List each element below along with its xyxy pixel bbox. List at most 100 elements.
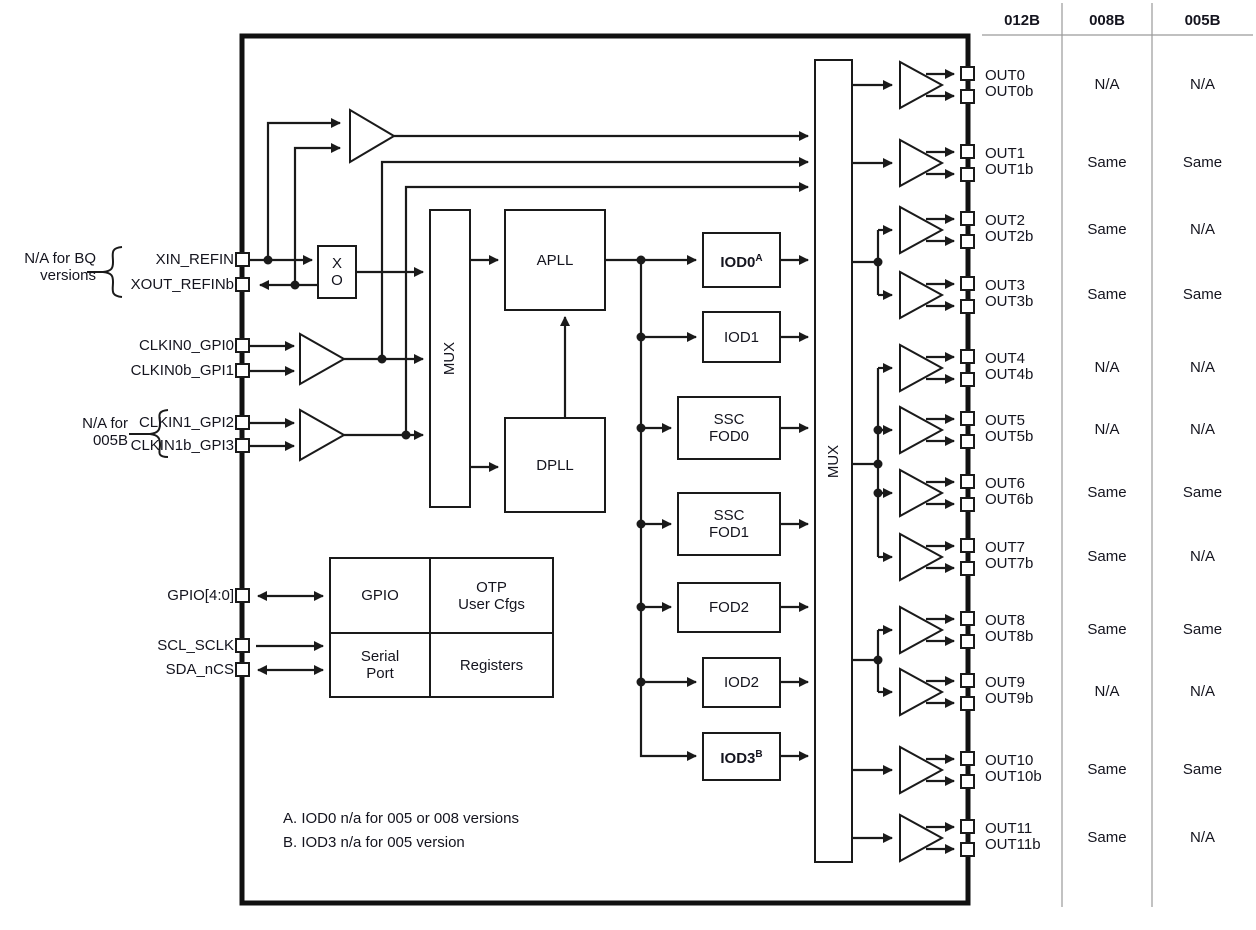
annotation-005b: N/A for 005B — [82, 415, 128, 449]
out0b-label: OUT0b — [985, 83, 1034, 100]
cell-005b-row6: Same — [1182, 484, 1223, 501]
cell-008b-row8: Same — [1087, 621, 1127, 638]
block-apll: APLL — [505, 210, 605, 310]
out5b-label: OUT5b — [985, 428, 1034, 445]
out7-label: OUT7 — [985, 539, 1026, 556]
pin-label-scl-sclk: SCL_SCLK — [157, 637, 234, 654]
out6b-label: OUT6b — [985, 491, 1034, 508]
block-iod2: IOD2 — [703, 658, 780, 707]
cell-005b-row8: Same — [1182, 621, 1223, 638]
fod2-label: FOD2 — [708, 599, 749, 616]
out5-label: OUT5 — [985, 412, 1026, 429]
out3-label: OUT3 — [985, 277, 1026, 294]
cell-005b-row10: Same — [1182, 761, 1223, 778]
iod3-superscript: B — [755, 749, 763, 760]
chip-border — [239, 33, 971, 906]
block-iod0: IOD0A — [703, 233, 780, 287]
out6-label: OUT6 — [985, 475, 1026, 492]
cell-005b-row9: N/A — [1189, 683, 1215, 700]
pin-pads — [235, 66, 975, 857]
block-input-mux: MUX — [430, 210, 470, 507]
out4-label: OUT4 — [985, 350, 1026, 367]
cell-005b-row1: Same — [1182, 154, 1223, 171]
iod0-superscript: A — [755, 252, 763, 264]
otp-line2: User Cfgs — [458, 595, 525, 613]
iod3-label: IOD3 — [720, 750, 756, 767]
cell-008b-row0: N/A — [1094, 76, 1120, 93]
output-mux-label: MUX — [825, 444, 842, 478]
input-mux-label: MUX — [441, 341, 459, 376]
cell-008b-row1: Same — [1087, 154, 1127, 171]
block-gpio: GPIO — [330, 558, 430, 633]
cell-005b-row4: N/A — [1189, 359, 1215, 376]
cell-008b-row4: N/A — [1094, 359, 1120, 376]
out11-label: OUT11 — [985, 820, 1033, 837]
apll-label: APLL — [536, 251, 574, 269]
annotation-005b-line1: N/A for — [82, 415, 128, 432]
out4b-label: OUT4b — [985, 366, 1034, 383]
buffer-triangles — [299, 60, 945, 863]
annotation-bq-versions: N/A for BQ versions — [24, 250, 96, 284]
table-header-005b: 005B — [1184, 12, 1221, 29]
block-registers: Registers — [430, 633, 553, 697]
cell-005b-row7: N/A — [1189, 548, 1215, 565]
out1b-label: OUT1b — [985, 161, 1034, 178]
ssc-fod0-line1: SSC — [713, 411, 745, 428]
block-fod2: FOD2 — [678, 583, 780, 632]
out7b-label: OUT7b — [985, 555, 1034, 572]
out11b-label: OUT11b — [985, 836, 1041, 853]
registers-label: Registers — [459, 656, 524, 674]
serial-line2: Port — [366, 665, 394, 682]
ssc-fod0-line2: FOD0 — [708, 428, 749, 445]
block-output-mux: MUX — [815, 60, 852, 862]
pin-label-clkin0b-gpi1: CLKIN0b_GPI1 — [130, 362, 234, 379]
block-iod3: IOD3B — [703, 733, 780, 780]
cell-005b-row2: N/A — [1189, 221, 1215, 238]
out2b-label: OUT2b — [985, 228, 1034, 245]
pin-label-clkin1-gpi2: CLKIN1_GPI2 — [138, 414, 234, 431]
pin-label-gpio: GPIO[4:0] — [167, 587, 234, 604]
iod1-label: IOD1 — [723, 328, 759, 346]
dpll-label: DPLL — [536, 456, 574, 474]
cell-008b-row11: Same — [1087, 829, 1127, 846]
cell-005b-row3: Same — [1182, 286, 1223, 303]
out2-label: OUT2 — [985, 212, 1026, 229]
cell-005b-row11: N/A — [1189, 829, 1215, 846]
table-grid-lines — [982, 3, 1253, 907]
cell-008b-row7: Same — [1087, 548, 1127, 565]
pin-label-xout-refinb: XOUT_REFINb — [130, 276, 234, 293]
annotation-bq-line1: N/A for BQ — [24, 250, 96, 267]
pin-label-sda-ncs: SDA_nCS — [165, 661, 234, 678]
junction-dots — [263, 255, 883, 687]
cell-005b-row0: N/A — [1189, 76, 1215, 93]
annotation-braces — [87, 246, 169, 458]
annotation-bq-line2: versions — [40, 267, 96, 284]
xo-line2: O — [331, 272, 343, 289]
out3b-label: OUT3b — [985, 293, 1034, 310]
pin-label-xin-refin: XIN_REFIN — [155, 251, 234, 268]
iod2-label: IOD2 — [723, 674, 759, 691]
out10b-label: OUT10b — [985, 768, 1042, 785]
annotation-005b-line2: 005B — [92, 432, 128, 449]
cell-008b-row2: Same — [1087, 221, 1127, 238]
otp-line1: OTP — [476, 578, 507, 596]
note-b: B. IOD3 n/a for 005 version — [283, 834, 465, 851]
cell-005b-row5: N/A — [1189, 421, 1215, 438]
cell-008b-row3: Same — [1087, 286, 1127, 303]
